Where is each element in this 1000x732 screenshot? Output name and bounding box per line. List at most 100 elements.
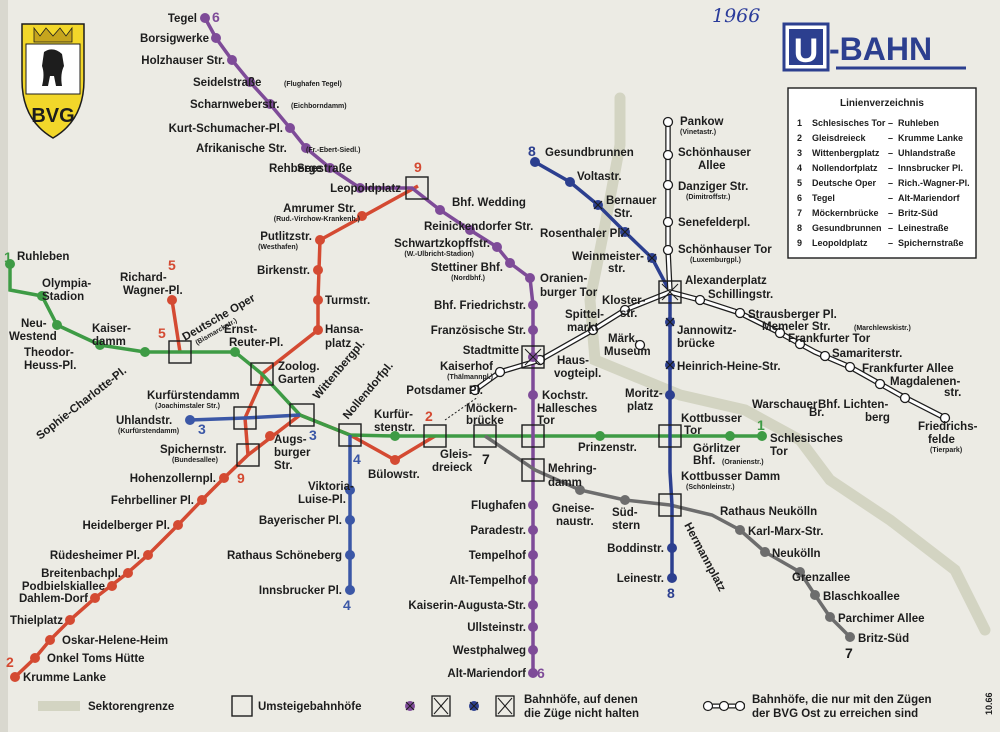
station-gesund[interactable] [530, 157, 540, 167]
station-theodor[interactable] [95, 340, 105, 350]
station-schlesisch[interactable] [757, 431, 767, 441]
interchange-moeckern[interactable] [473, 424, 497, 448]
station-ftor[interactable] [794, 338, 806, 350]
interchange-oper[interactable] [168, 340, 192, 364]
station-westphal[interactable] [528, 645, 538, 655]
interchange-gleis[interactable] [423, 424, 447, 448]
interchange-leopold[interactable] [405, 176, 429, 200]
interchange-spichern[interactable] [236, 443, 260, 467]
station-hansa[interactable] [313, 325, 323, 335]
interchange-nollendorf[interactable] [338, 423, 362, 447]
station-ruedes[interactable] [143, 550, 153, 560]
station-schoenallee[interactable] [662, 149, 674, 161]
station-sophie[interactable] [140, 347, 150, 357]
interchange-mehring[interactable] [521, 458, 545, 482]
station-danziger[interactable] [662, 179, 674, 191]
station-schoentor[interactable] [662, 244, 674, 256]
station-onkel[interactable] [30, 653, 40, 663]
station-scharnweber[interactable] [265, 99, 275, 109]
station-oranien[interactable] [525, 273, 535, 283]
station-boddin[interactable] [667, 543, 677, 553]
station-innsbruck[interactable] [345, 585, 355, 595]
interchange-kudamm[interactable] [233, 406, 257, 430]
station-wedding[interactable] [435, 205, 445, 215]
station-schilling[interactable] [694, 294, 706, 306]
station-flughafen[interactable] [528, 500, 538, 510]
interchange-hermann[interactable] [658, 493, 682, 517]
station-rathsch[interactable] [345, 550, 355, 560]
station-seidel[interactable] [245, 77, 255, 87]
station-senefelder[interactable] [662, 216, 674, 228]
station-kloster[interactable] [619, 304, 631, 316]
interchange-kotttor[interactable] [658, 424, 682, 448]
interchange-stadtmitte[interactable] [521, 345, 545, 369]
station-reinicken[interactable] [465, 225, 475, 235]
station-britz[interactable] [845, 632, 855, 642]
station-rehberge[interactable] [325, 163, 335, 173]
station-krumme[interactable] [10, 672, 20, 682]
station-suedstern[interactable] [620, 495, 630, 505]
station-friedfeld[interactable] [939, 412, 951, 424]
station-maerk[interactable] [634, 339, 646, 351]
station-blaschko[interactable] [810, 590, 820, 600]
station-magda[interactable] [874, 378, 886, 390]
station-ruhleben[interactable] [5, 259, 15, 269]
station-schwartz[interactable] [492, 242, 502, 252]
station-potsdamer[interactable] [469, 384, 481, 396]
station-tegel[interactable] [200, 13, 210, 23]
station-moritz[interactable] [665, 390, 675, 400]
station-hohenzollern[interactable] [219, 473, 229, 483]
interchange-alex[interactable] [658, 280, 682, 304]
station-neukoelln[interactable] [760, 547, 770, 557]
interchange-wittenberg[interactable] [289, 403, 315, 427]
station-kurfuersten[interactable] [390, 431, 400, 441]
station-dahlem[interactable] [90, 593, 100, 603]
station-buelow[interactable] [390, 455, 400, 465]
station-friedrich[interactable] [528, 300, 538, 310]
station-oskar[interactable] [45, 635, 55, 645]
station-seestr[interactable] [355, 183, 365, 193]
station-gneisenau[interactable] [575, 485, 585, 495]
station-fehrbell[interactable] [197, 495, 207, 505]
station-franz[interactable] [528, 325, 538, 335]
station-birken[interactable] [313, 265, 323, 275]
station-ullstein[interactable] [528, 622, 538, 632]
station-leine[interactable] [667, 573, 677, 583]
station-turm[interactable] [313, 295, 323, 305]
station-parchim[interactable] [825, 612, 835, 622]
station-podbiel[interactable] [107, 581, 117, 591]
station-ernst[interactable] [230, 347, 240, 357]
station-volta[interactable] [565, 177, 575, 187]
station-kaiserin[interactable] [528, 600, 538, 610]
station-thiel[interactable] [65, 615, 75, 625]
station-altmarien[interactable] [528, 668, 538, 678]
station-afrika[interactable] [301, 143, 311, 153]
station-viktoria[interactable] [345, 485, 355, 495]
station-grenz[interactable] [795, 567, 805, 577]
station-borsigwerke[interactable] [211, 33, 221, 43]
station-uhland[interactable] [185, 415, 195, 425]
station-breiten[interactable] [123, 568, 133, 578]
station-alttempel[interactable] [528, 575, 538, 585]
station-stettiner[interactable] [505, 258, 515, 268]
station-lichten[interactable] [899, 392, 911, 404]
station-kaiserhof[interactable] [494, 366, 506, 378]
station-samariter[interactable] [819, 350, 831, 362]
station-strausberg[interactable] [734, 307, 746, 319]
station-kochstr[interactable] [528, 390, 538, 400]
station-parade[interactable] [528, 525, 538, 535]
station-prinzen[interactable] [595, 431, 605, 441]
station-tempelhof[interactable] [528, 550, 538, 560]
station-augsburger[interactable] [265, 431, 275, 441]
station-heidel[interactable] [173, 520, 183, 530]
station-fallee[interactable] [844, 361, 856, 373]
station-holzhauser[interactable] [227, 55, 237, 65]
station-goerlitz[interactable] [725, 431, 735, 441]
station-pankow[interactable] [662, 116, 674, 128]
station-amrumer[interactable] [357, 211, 367, 221]
station-olympia[interactable] [37, 291, 47, 301]
station-karlmarx[interactable] [735, 525, 745, 535]
station-putlitz[interactable] [315, 235, 325, 245]
station-richard[interactable] [167, 295, 177, 305]
interchange-zoo[interactable] [250, 362, 274, 386]
